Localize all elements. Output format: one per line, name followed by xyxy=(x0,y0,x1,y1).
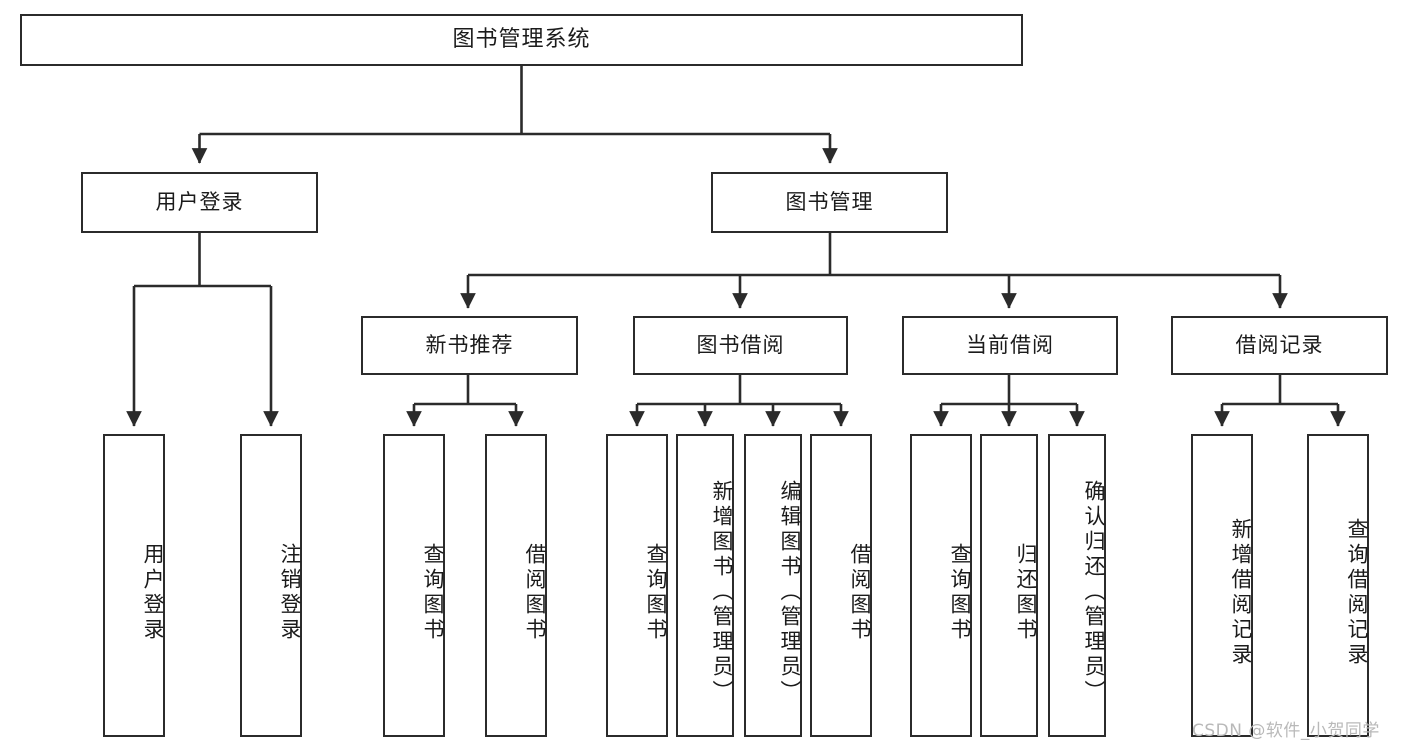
leaf-new-book-borrow-book[interactable]: 借阅图书 xyxy=(485,434,547,737)
node-label: 注销登录 xyxy=(278,542,302,643)
leaf-borrow-record-add-record[interactable]: 新增借阅记录 xyxy=(1191,434,1253,737)
node-label: 借阅记录 xyxy=(1235,332,1324,357)
node-root-library-system[interactable]: 图书管理系统 xyxy=(20,14,1023,66)
node-label: 图书管理系统 xyxy=(452,26,591,52)
leaf-book-borrow-add-book-admin[interactable]: 新增图书（管理员） xyxy=(676,434,734,737)
leaf-current-borrow-confirm-return-admin[interactable]: 确认归还（管理员） xyxy=(1048,434,1106,737)
node-borrow-record[interactable]: 借阅记录 xyxy=(1171,316,1388,375)
node-current-borrow[interactable]: 当前借阅 xyxy=(902,316,1118,375)
node-label: 查询图书 xyxy=(644,542,668,643)
node-label: 图书借阅 xyxy=(696,332,785,357)
node-label: 查询借阅记录 xyxy=(1345,517,1369,668)
leaf-book-borrow-edit-book-admin[interactable]: 编辑图书（管理员） xyxy=(744,434,802,737)
leaf-book-borrow-query-book[interactable]: 查询图书 xyxy=(606,434,668,737)
node-label: 新增借阅记录 xyxy=(1229,517,1253,668)
node-book-borrow[interactable]: 图书借阅 xyxy=(633,316,848,375)
node-label: 归还图书 xyxy=(1014,542,1038,643)
node-label: 编辑图书（管理员） xyxy=(778,480,802,705)
leaf-current-borrow-return-book[interactable]: 归还图书 xyxy=(980,434,1038,737)
node-label: 当前借阅 xyxy=(966,332,1054,357)
node-label: 新增图书（管理员） xyxy=(710,480,734,705)
node-user-login[interactable]: 用户登录 xyxy=(81,172,318,233)
leaf-user-login-login[interactable]: 用户登录 xyxy=(103,434,165,737)
node-new-book-recommend[interactable]: 新书推荐 xyxy=(361,316,578,375)
node-label: 查询图书 xyxy=(421,542,445,643)
node-label: 借阅图书 xyxy=(523,542,547,643)
leaf-new-book-query-book[interactable]: 查询图书 xyxy=(383,434,445,737)
node-label: 确认归还（管理员） xyxy=(1082,480,1106,705)
node-book-management[interactable]: 图书管理 xyxy=(711,172,948,233)
node-label: 用户登录 xyxy=(155,189,244,214)
leaf-book-borrow-borrow-book[interactable]: 借阅图书 xyxy=(810,434,872,737)
leaf-borrow-record-query-record[interactable]: 查询借阅记录 xyxy=(1307,434,1369,737)
leaf-current-borrow-query-book[interactable]: 查询图书 xyxy=(910,434,972,737)
leaf-user-login-logout[interactable]: 注销登录 xyxy=(240,434,302,737)
node-label: 图书管理 xyxy=(785,189,874,214)
node-label: 借阅图书 xyxy=(848,542,872,643)
node-label: 查询图书 xyxy=(948,542,972,643)
node-label: 用户登录 xyxy=(141,542,165,643)
node-label: 新书推荐 xyxy=(425,332,514,357)
